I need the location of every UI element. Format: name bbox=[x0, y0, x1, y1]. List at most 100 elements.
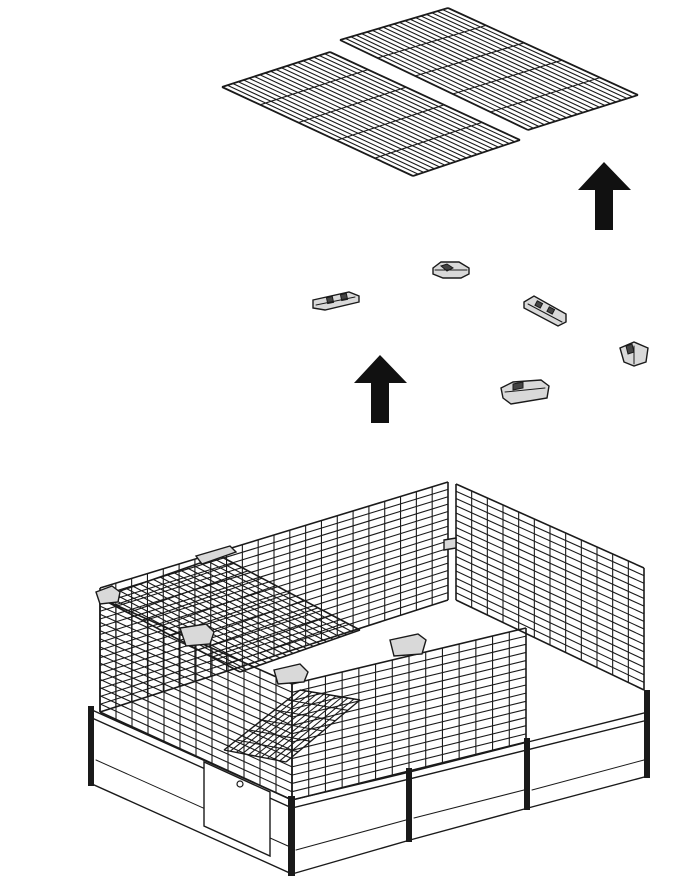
wire-bar bbox=[455, 527, 645, 615]
wire-bar bbox=[229, 690, 307, 752]
wire-bar bbox=[415, 42, 525, 77]
wire-bar bbox=[99, 630, 293, 718]
corner-post bbox=[644, 690, 650, 778]
wire-bar bbox=[197, 607, 319, 651]
wire-bar bbox=[99, 481, 449, 589]
wire-bar bbox=[291, 643, 527, 702]
wire-bar bbox=[291, 684, 527, 743]
wire-bar bbox=[388, 25, 578, 115]
wire-bar bbox=[431, 12, 622, 101]
wire-bar bbox=[490, 77, 601, 113]
wire-bar bbox=[242, 692, 319, 755]
wire-bar bbox=[243, 79, 435, 170]
wire-bar bbox=[99, 547, 449, 659]
wire-bar bbox=[455, 541, 645, 630]
ramp bbox=[223, 689, 361, 763]
wire-bar bbox=[270, 70, 462, 161]
wire-bar bbox=[239, 629, 361, 673]
wire-bar bbox=[127, 570, 249, 614]
wire-bar bbox=[377, 28, 567, 119]
wire-wall-front-left bbox=[99, 597, 293, 801]
wire-bar bbox=[99, 613, 293, 702]
wire-bar bbox=[291, 725, 527, 784]
wire-bar bbox=[99, 646, 293, 735]
wire-bar bbox=[455, 599, 645, 691]
wire-bar bbox=[291, 708, 527, 768]
wire-bar bbox=[232, 83, 424, 173]
wire-wall-back-left bbox=[99, 481, 449, 713]
corner-post bbox=[88, 706, 94, 786]
wire-bar bbox=[221, 86, 414, 177]
connector-clip bbox=[432, 261, 470, 279]
wire-bar bbox=[455, 563, 645, 653]
wire-bar bbox=[236, 691, 313, 753]
wire-bar bbox=[412, 139, 521, 177]
wire-bar bbox=[113, 562, 235, 606]
wire-bar bbox=[366, 31, 556, 122]
wire-bar bbox=[99, 599, 449, 713]
wire-bar bbox=[313, 56, 505, 146]
wire-bar bbox=[455, 490, 645, 577]
wire-bar bbox=[99, 510, 449, 620]
enclosure-assembly bbox=[88, 481, 650, 876]
wire-wall-back-right bbox=[455, 483, 645, 691]
wire-bar bbox=[302, 60, 494, 150]
wire-bar bbox=[318, 55, 510, 145]
connector-clip bbox=[95, 537, 457, 685]
wire-bar bbox=[355, 34, 545, 126]
wire-bar bbox=[455, 512, 645, 600]
wire-bar bbox=[291, 700, 527, 760]
wire-bar bbox=[248, 693, 325, 756]
wire-bar bbox=[227, 84, 419, 175]
wire-bar bbox=[99, 695, 293, 784]
wire-bar bbox=[291, 692, 527, 751]
wire-bar bbox=[345, 37, 534, 129]
wire-bar bbox=[221, 51, 331, 88]
wire-bar bbox=[297, 62, 489, 152]
wire-bar bbox=[99, 518, 449, 628]
wire-bar bbox=[286, 65, 478, 155]
wire-bar bbox=[339, 7, 449, 41]
wire-bar bbox=[285, 699, 361, 763]
wire-bar bbox=[455, 519, 645, 607]
wire-bar bbox=[155, 585, 277, 629]
corner-post bbox=[288, 796, 295, 876]
base-panel-front bbox=[91, 708, 649, 876]
wire-bar bbox=[99, 711, 293, 801]
wire-roof-section bbox=[99, 555, 361, 673]
wire-bar bbox=[382, 26, 573, 117]
wire-bar bbox=[404, 20, 595, 110]
connector-clip bbox=[500, 379, 550, 405]
wire-bar bbox=[452, 59, 563, 95]
wire-bar bbox=[237, 81, 430, 172]
wire-bar bbox=[298, 86, 407, 124]
wire-bar bbox=[455, 592, 645, 683]
wire-bar bbox=[211, 614, 333, 658]
wire-bar bbox=[141, 577, 263, 621]
wire-bar bbox=[455, 505, 645, 592]
wire-bar bbox=[99, 562, 449, 674]
wire-bar bbox=[291, 717, 527, 776]
wire-bar bbox=[99, 584, 449, 698]
wire-bar bbox=[225, 622, 347, 666]
wire-bar bbox=[455, 570, 645, 660]
wire-bar bbox=[275, 69, 467, 159]
wire-bar bbox=[336, 104, 445, 141]
wire-bar bbox=[99, 638, 293, 726]
wire-bar bbox=[248, 77, 440, 168]
wire-bar bbox=[254, 76, 446, 166]
connector-clip bbox=[523, 295, 567, 327]
wire-bar bbox=[442, 9, 633, 98]
wire-bar bbox=[350, 36, 540, 127]
wire-bar bbox=[455, 497, 645, 584]
wire-bar bbox=[260, 69, 369, 106]
wire-bar bbox=[399, 21, 589, 112]
wire-bar bbox=[409, 18, 600, 108]
wire-bar bbox=[455, 548, 645, 638]
wire-bar bbox=[281, 67, 473, 157]
wire-bar bbox=[455, 556, 645, 645]
wire-bar bbox=[324, 53, 515, 143]
wire-bar bbox=[415, 17, 606, 106]
wire-bar bbox=[291, 668, 527, 726]
